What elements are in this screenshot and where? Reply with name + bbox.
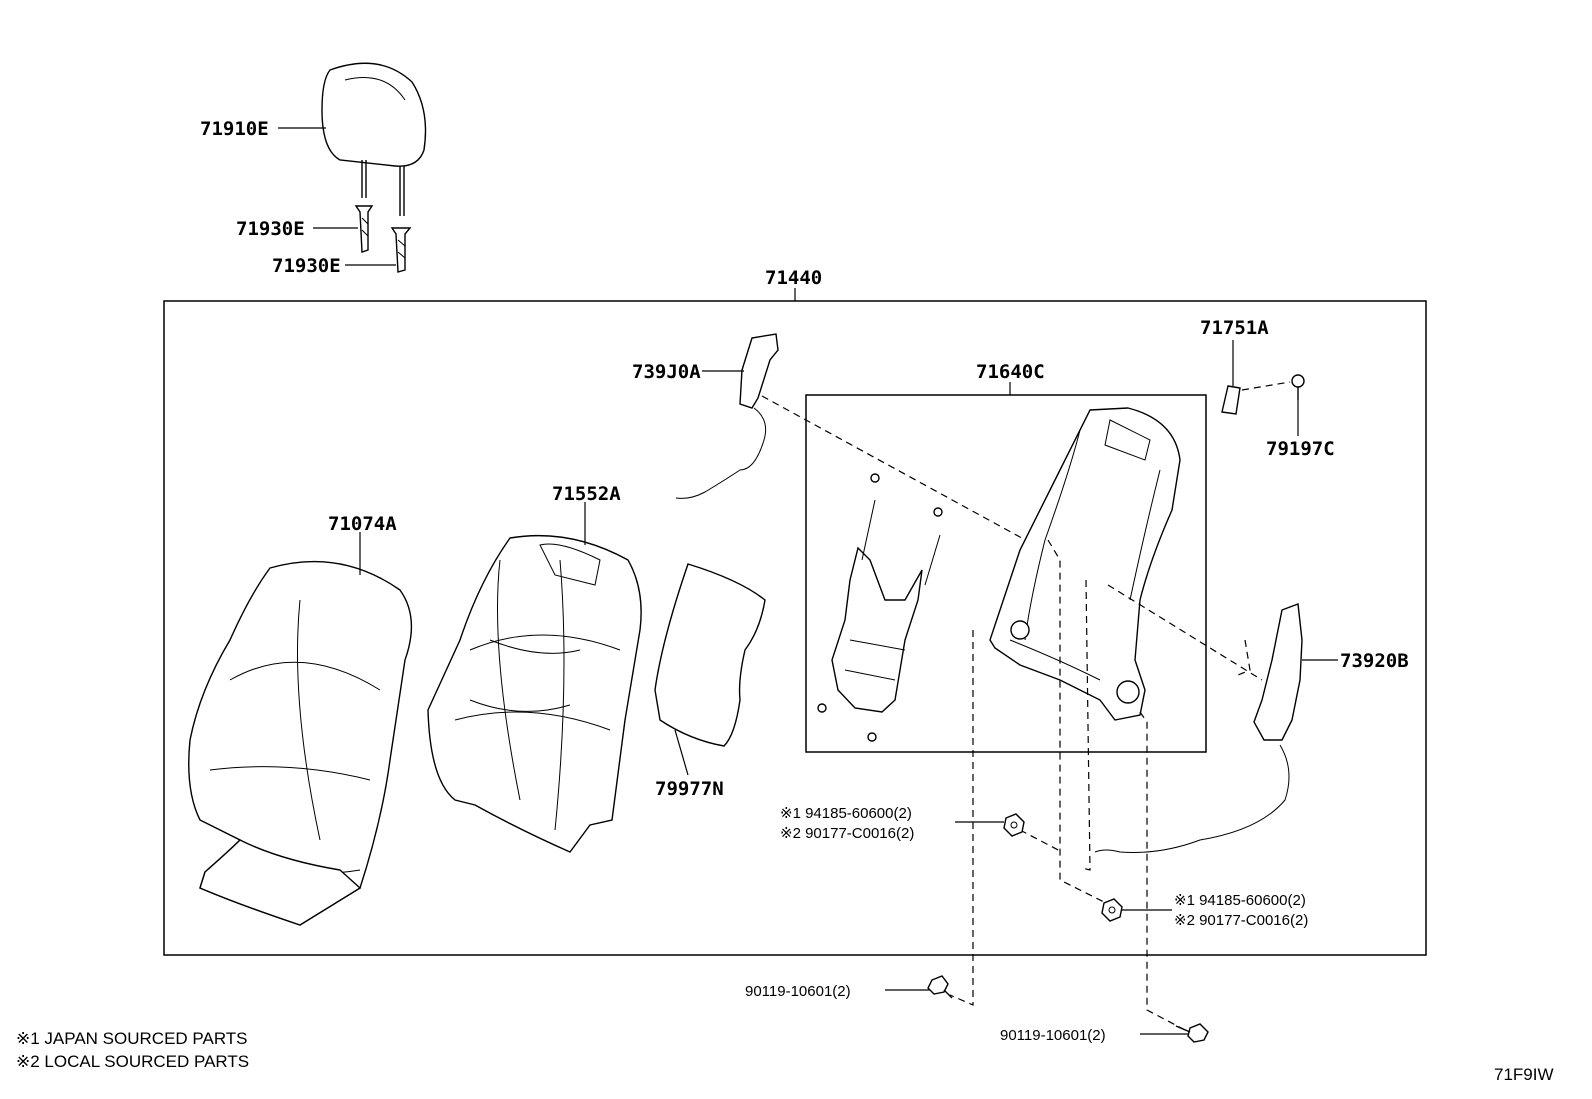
- headrest-71910E[interactable]: [321, 62, 427, 216]
- dash-frame-to-73920B: [1107, 584, 1263, 681]
- dash-71751A-to-79197C: [1241, 381, 1291, 391]
- dash-739J0A-to-frame: [761, 395, 1063, 561]
- nut-left[interactable]: [1003, 813, 1025, 837]
- seat-back-pad-71552A[interactable]: [427, 534, 642, 853]
- label-71910E: 71910E: [200, 118, 269, 140]
- leader-79977N: [674, 729, 689, 776]
- note-japan-sourced: ※1 JAPAN SOURCED PARTS: [16, 1029, 248, 1048]
- dash-frame-nut-route-left: [1047, 539, 1111, 906]
- seat-back-pad-79977N[interactable]: [654, 563, 766, 747]
- headrest-guide-71930E-a[interactable]: [354, 205, 374, 253]
- seat-back-cover-71074A[interactable]: [188, 560, 413, 926]
- label-71751A: 71751A: [1200, 317, 1269, 339]
- label-79197C: 79197C: [1266, 438, 1335, 460]
- dash-bolt-right-route: [1139, 711, 1186, 1031]
- side-airbag-73920B[interactable]: [1094, 603, 1303, 853]
- label-71074A: 71074A: [328, 513, 397, 535]
- dash-nut-left-route: [1019, 829, 1063, 853]
- label-79977N: 79977N: [655, 778, 724, 800]
- note-local-sourced: ※2 LOCAL SOURCED PARTS: [16, 1052, 249, 1071]
- bolt-right[interactable]: [1175, 1023, 1209, 1043]
- clip-79197C[interactable]: [1291, 374, 1305, 400]
- code-nut-right-2: ※2 90177-C0016(2): [1174, 912, 1308, 929]
- headrest-guide-71930E-b[interactable]: [390, 227, 412, 273]
- label-71552A: 71552A: [552, 483, 621, 505]
- label-71440: 71440: [765, 267, 822, 289]
- side-part-739J0A[interactable]: [675, 333, 779, 499]
- code-bolt-left: 90119-10601(2): [745, 983, 851, 1000]
- nut-right[interactable]: [1101, 898, 1123, 922]
- lumbar-support-assembly[interactable]: [817, 473, 943, 742]
- code-nut-left-1: ※1 94185-60600(2): [780, 805, 912, 822]
- dash-frame-nut-route-right: [1081, 579, 1091, 871]
- diagram-code: 71F9IW: [1494, 1065, 1554, 1084]
- seat-back-frame[interactable]: [989, 407, 1181, 721]
- label-739J0A: 739J0A: [632, 361, 701, 383]
- code-nut-left-2: ※2 90177-C0016(2): [780, 825, 914, 842]
- label-71930E-b: 71930E: [272, 255, 341, 277]
- code-bolt-right: 90119-10601(2): [1000, 1027, 1106, 1044]
- dash-airbag-bracket: [1237, 639, 1251, 676]
- code-nut-right-1: ※1 94185-60600(2): [1174, 892, 1306, 909]
- dash-bolt-left-route: [949, 630, 974, 1006]
- label-71930E-a: 71930E: [236, 218, 305, 240]
- label-73920B: 73920B: [1340, 650, 1409, 672]
- label-71640C: 71640C: [976, 361, 1045, 383]
- clip-71751A[interactable]: [1221, 385, 1241, 415]
- frame-box-71640C: [805, 394, 1207, 753]
- bolt-left[interactable]: [927, 975, 953, 999]
